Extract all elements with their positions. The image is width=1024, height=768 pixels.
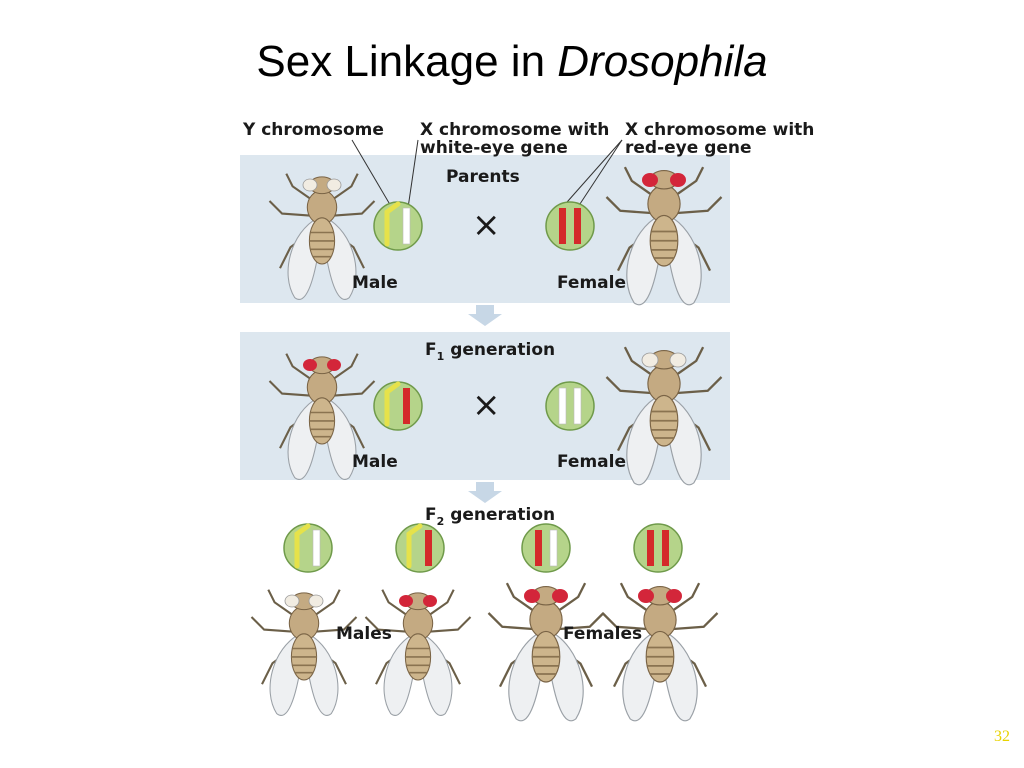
- legend-pointer-lines: [351, 139, 623, 211]
- x-red-label-line2: red-eye gene: [625, 138, 752, 158]
- slide-number: 32: [994, 728, 1010, 745]
- fly-eye-white: [284, 594, 300, 608]
- f2-offspring-4-chromosomes: [633, 523, 683, 573]
- f1-cross-symbol: ×: [472, 385, 501, 425]
- fly-icon: [487, 581, 605, 722]
- fly-eye-white: [326, 178, 342, 192]
- f2-offspring-1-chromosomes: [283, 523, 333, 573]
- slide-title: Sex Linkage in Drosophila: [0, 34, 1024, 90]
- fly-eye-red: [666, 589, 682, 603]
- x-red-label-line1: X chromosome with: [625, 120, 814, 140]
- parents-female-chromosomes: [545, 201, 595, 251]
- parents-female-label: Female: [557, 273, 626, 293]
- x-white-label-line2: white-eye gene: [420, 138, 568, 158]
- f2-title: F2 generation: [425, 505, 555, 528]
- parents-cross-symbol: ×: [472, 205, 501, 245]
- f2-males-label: Males: [336, 624, 392, 644]
- f1-male-label: Male: [352, 452, 398, 472]
- fly-eye-red: [642, 173, 658, 187]
- fly-icon: [601, 581, 719, 722]
- fly-eye-red: [638, 589, 654, 603]
- title-text: Sex Linkage in: [256, 37, 558, 86]
- parents-male-chromosomes: [373, 201, 423, 251]
- fly-eye-red: [524, 589, 540, 603]
- arrow-down-icon: [468, 482, 502, 503]
- fly-eye-red: [423, 595, 437, 607]
- fly-icon: [250, 588, 358, 717]
- y-chromosome-label: Y chromosome: [242, 120, 384, 140]
- fly-eye-white: [641, 352, 659, 368]
- f1-male-chromosomes: [373, 381, 423, 431]
- fly-eye-red: [327, 359, 341, 371]
- fly-icon: [364, 588, 472, 717]
- fly-eye-white: [308, 594, 324, 608]
- f2-females-label: Females: [563, 624, 642, 644]
- parents-male-label: Male: [352, 273, 398, 293]
- fly-eye-white: [669, 352, 687, 368]
- fly-eye-white: [302, 178, 318, 192]
- f2-offspring-2-chromosomes: [395, 523, 445, 573]
- parents-title: Parents: [446, 167, 520, 187]
- fly-eye-red: [303, 359, 317, 371]
- f1-female-chromosomes: [545, 381, 595, 431]
- arrow-down-icon: [468, 305, 502, 326]
- f1-female-label: Female: [557, 452, 626, 472]
- f1-title: F1 generation: [425, 340, 555, 363]
- title-italic-text: Drosophila: [557, 37, 768, 86]
- x-white-label-line1: X chromosome with: [420, 120, 609, 140]
- f2-offspring-3-chromosomes: [521, 523, 571, 573]
- fly-eye-red: [552, 589, 568, 603]
- fly-eye-red: [399, 595, 413, 607]
- fly-eye-red: [670, 173, 686, 187]
